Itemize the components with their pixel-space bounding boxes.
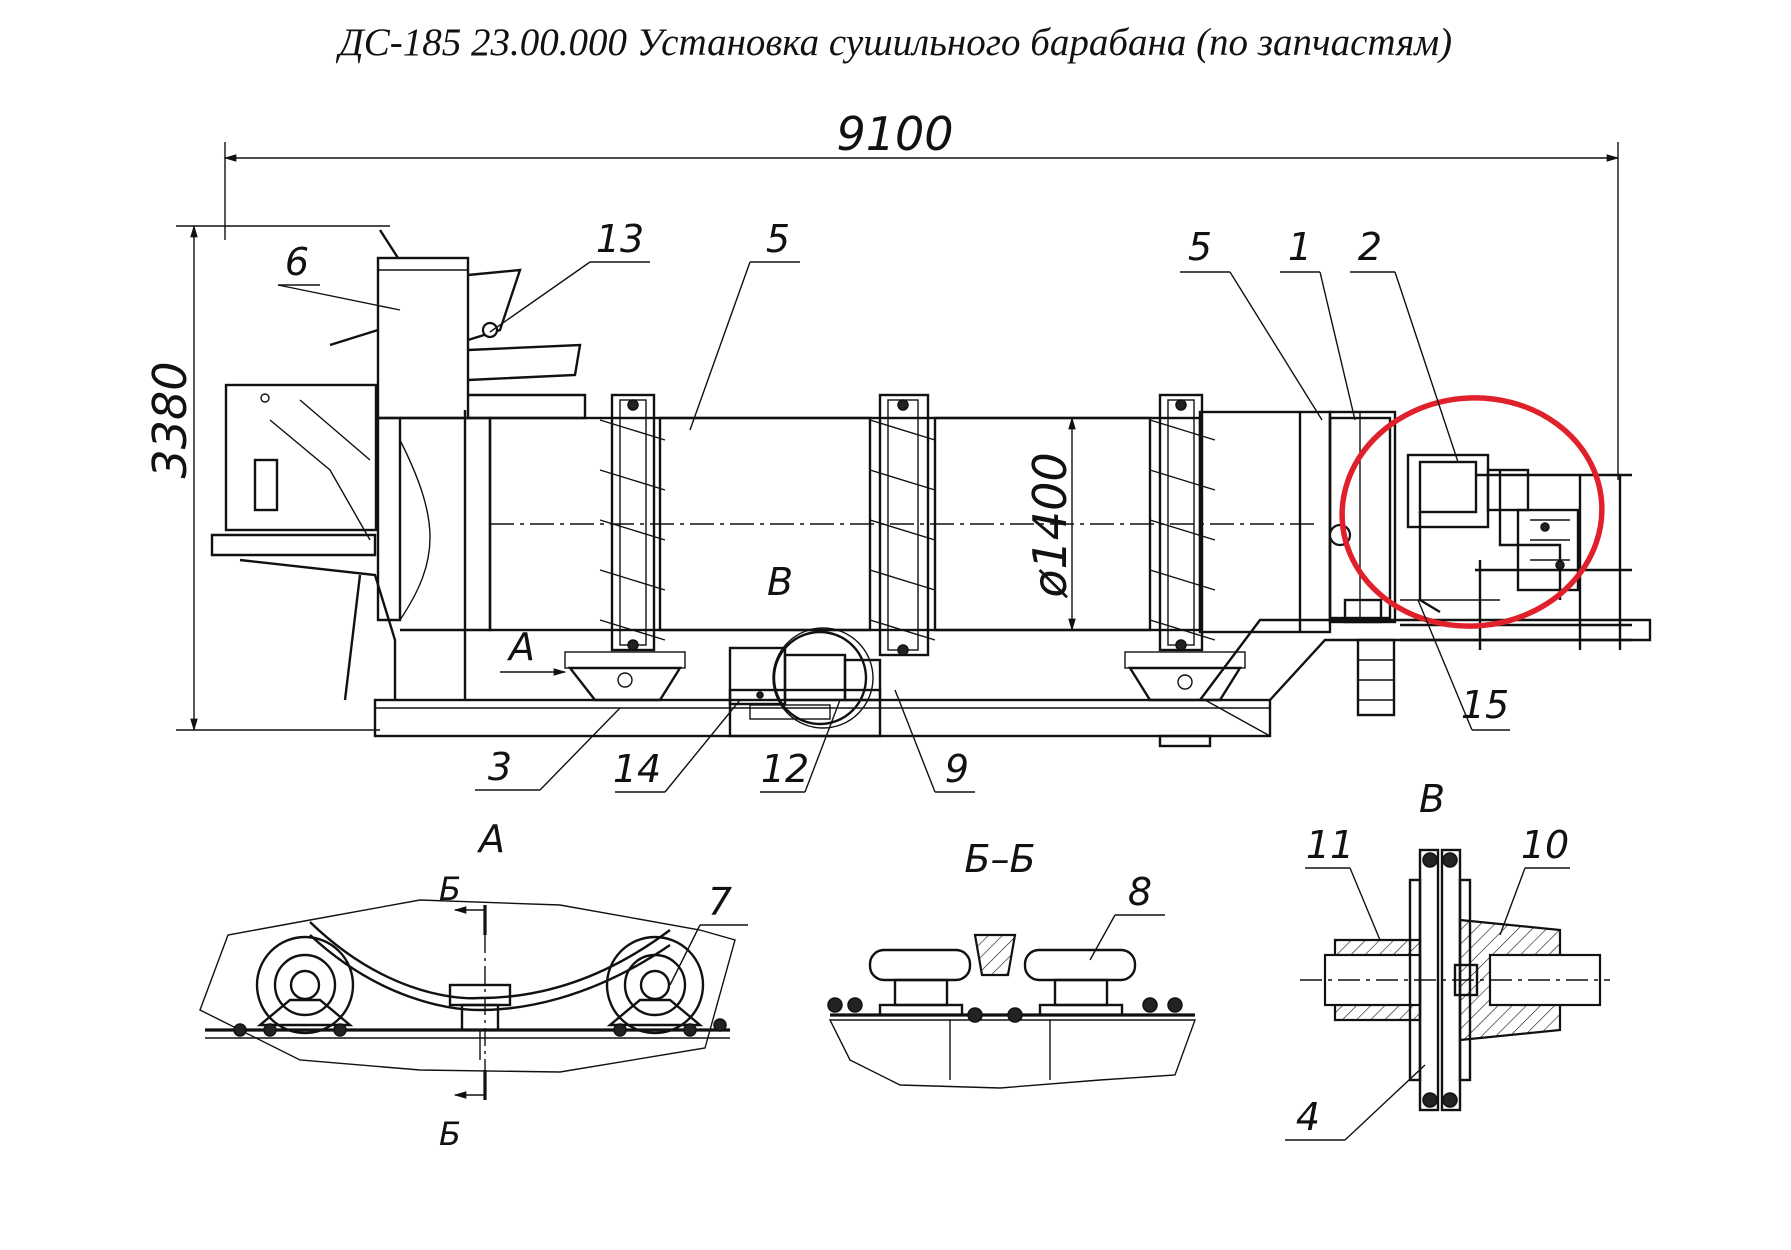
callout-5-left: 5 (689, 217, 800, 431)
callout-15: 15 (1417, 599, 1510, 731)
highlight-ellipse (1339, 395, 1605, 629)
dimension-height: 3380 (143, 224, 390, 732)
callout-1: 1 (1280, 225, 1356, 421)
section-bb-title: Б–Б (964, 837, 1035, 881)
callout-12: 12 (760, 699, 841, 793)
callout-14-label: 14 (613, 747, 661, 791)
detail-v-title: В (1419, 777, 1445, 821)
callout-5-right-label: 5 (1188, 225, 1212, 269)
callout-2-label: 2 (1358, 225, 1382, 269)
drawing-title: ДС-185 23.00.000 Установка сушильного ба… (338, 21, 1453, 64)
support-right (1124, 651, 1246, 702)
callout-12-label: 12 (761, 747, 809, 791)
callout-9: 9 (894, 689, 975, 793)
burner-assembly (1406, 453, 1580, 614)
callout-1-label: 1 (1288, 225, 1312, 269)
drum-diameter-label: ø1400 (1023, 452, 1077, 598)
callout-3: 3 (475, 707, 621, 791)
callout-10-label: 10 (1521, 823, 1569, 867)
callout-13-label: 13 (596, 217, 644, 261)
callout-15-label: 15 (1461, 683, 1509, 727)
callout-14: 14 (613, 699, 741, 793)
dimension-drum-diameter: ø1400 (1023, 416, 1077, 632)
discharge-chamber (1328, 410, 1397, 624)
callout-5-left-label: 5 (766, 217, 790, 261)
drum-ring-3 (1149, 393, 1216, 652)
detail-a-title: А (476, 817, 505, 861)
callout-5-right: 5 (1180, 225, 1323, 421)
length-dimension-label: 9100 (836, 107, 953, 161)
callout-13: 13 (489, 217, 650, 333)
callout-7-label: 7 (708, 880, 732, 924)
furnace-frame (210, 383, 397, 701)
callout-2: 2 (1350, 225, 1459, 463)
dimension-length: 9100 (223, 107, 1620, 480)
view-a-arrow: А (500, 625, 567, 676)
ladder (1356, 638, 1396, 717)
support-left (564, 651, 686, 702)
loading-hopper (329, 229, 587, 700)
drum-ring-1 (599, 393, 666, 652)
view-a-arrow-label: А (506, 625, 535, 669)
detail-view-a: А (199, 817, 748, 1153)
drive-unit (728, 630, 882, 726)
height-dimension-label: 3380 (143, 361, 197, 478)
section-mark-top: Б (439, 870, 461, 908)
detail-section-bb: Б–Б 8 (827, 837, 1196, 1089)
callout-8-label: 8 (1128, 870, 1152, 914)
view-v-marker-label: В (767, 560, 793, 604)
drying-drum (488, 410, 1392, 634)
callout-9-label: 9 (945, 747, 969, 791)
service-platform (1400, 473, 1632, 650)
drum-ring-2 (869, 393, 936, 657)
callout-6-label: 6 (285, 240, 309, 284)
callout-4-label: 4 (1296, 1095, 1320, 1139)
detail-view-v: В 11 10 (1285, 777, 1610, 1141)
callout-6: 6 (277, 240, 401, 311)
view-v-marker: В (767, 560, 874, 729)
callout-11-label: 11 (1306, 823, 1354, 867)
callout-3-label: 3 (488, 745, 512, 789)
section-mark-bottom: Б (439, 1115, 461, 1153)
